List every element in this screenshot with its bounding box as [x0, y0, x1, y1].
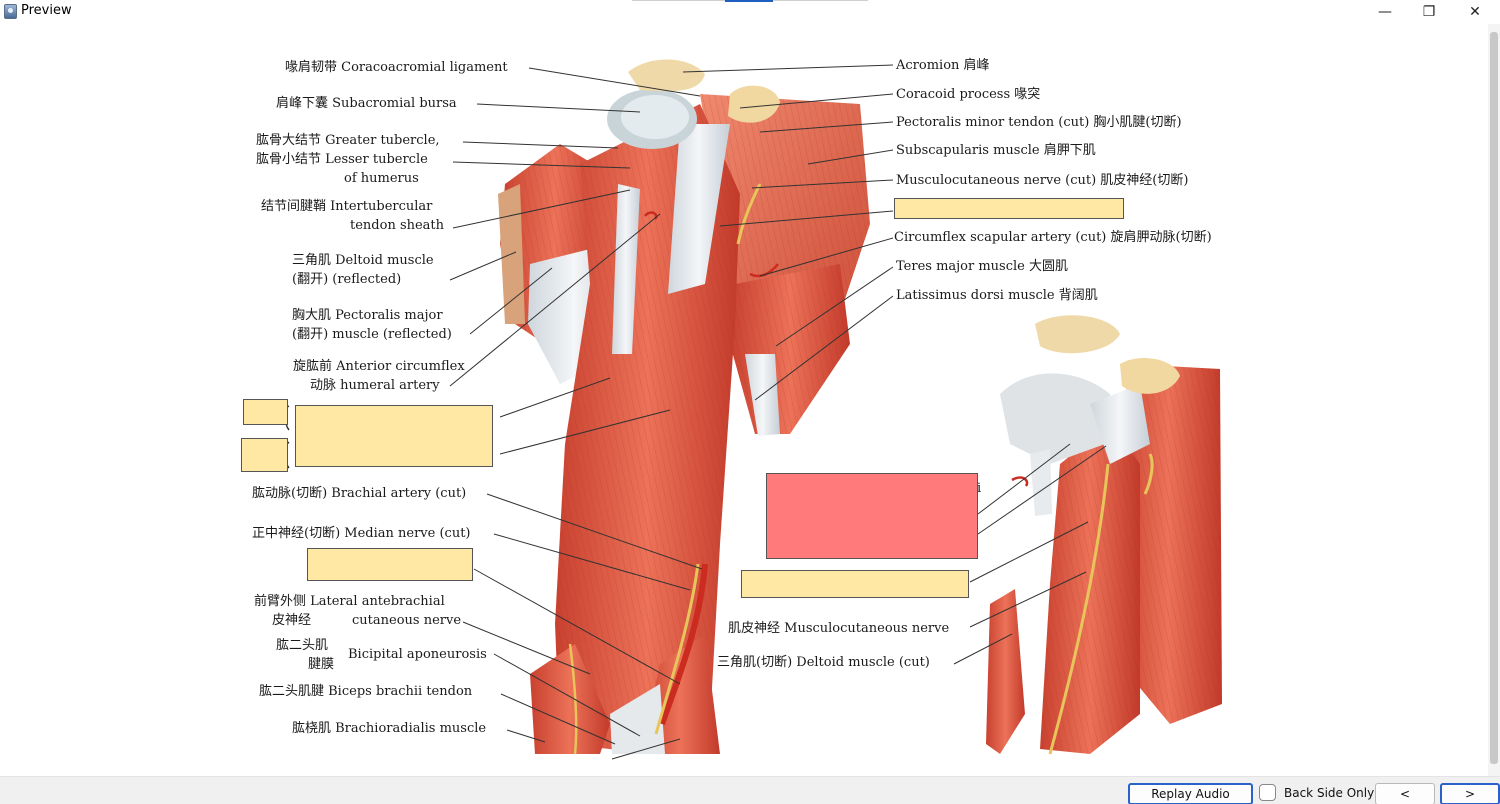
leader-lines	[449, 64, 1107, 760]
label-greater-tubercle: 肱骨大结节 Greater tubercle,	[256, 133, 440, 148]
label-latissimus-dorsi: Latissimus dorsi muscle 背阔肌	[896, 288, 1098, 303]
restore-icon: ❐	[1422, 4, 1436, 20]
label-brachial-artery: 肱动脉(切断) Brachial artery (cut)	[252, 486, 467, 501]
label-median-nerve: 正中神经(切断) Median nerve (cut)	[252, 526, 471, 541]
label-intertubercular: 结节间腱鞘 Intertubercular	[261, 199, 433, 214]
label-deltoid-cut: 三角肌(切断) Deltoid muscle (cut)	[717, 655, 930, 670]
label-deltoid-reflected: (翻开) (reflected)	[292, 272, 402, 287]
vertical-scrollbar[interactable]	[1488, 24, 1500, 776]
preview-app-icon	[4, 4, 17, 19]
back-side-only-checkbox[interactable]	[1259, 784, 1276, 801]
anatomy-illustration	[284, 59, 1222, 760]
label-bicipital-aponeurosis: Bicipital aponeurosis	[348, 647, 487, 662]
label-teres-major: Teres major muscle 大圆肌	[896, 259, 1068, 274]
label-biceps-tendon: 肱二头肌腱 Biceps brachii tendon	[259, 684, 473, 699]
tab-strip-indicator	[725, 0, 773, 2]
label-deltoid: 三角肌 Deltoid muscle	[292, 253, 434, 268]
label-aponeurosis-cn: 腱膜	[308, 657, 335, 672]
occlusion-mask-brace-bottom[interactable]	[241, 438, 288, 472]
back-side-only-label[interactable]: Back Side Only	[1284, 786, 1375, 800]
next-button[interactable]: >	[1440, 783, 1500, 804]
scrollbar-thumb[interactable]	[1490, 32, 1498, 764]
title-bar: Preview — ❐ ✕	[0, 0, 1500, 24]
label-tendon-sheath: tendon sheath	[350, 218, 445, 233]
label-musculocutaneous-cut: Musculocutaneous nerve (cut) 肌皮神经(切断)	[896, 173, 1189, 188]
label-brachioradialis: 肱桡肌 Brachioradialis muscle	[292, 721, 487, 736]
bottom-toolbar: Replay Audio Back Side Only < >	[0, 776, 1500, 804]
minimize-icon: —	[1378, 4, 1392, 20]
label-subscapularis: Subscapularis muscle 肩胛下肌	[896, 143, 1096, 158]
close-button[interactable]: ✕	[1452, 0, 1498, 24]
occlusion-mask-forearm-label[interactable]	[307, 548, 473, 581]
label-humeral-artery: 动脉 humeral artery	[310, 378, 440, 393]
occlusion-mask-musculocutaneous[interactable]	[894, 198, 1124, 219]
label-musculocutaneous-nerve: 肌皮神经 Musculocutaneous nerve	[728, 621, 950, 636]
label-skin-nerve-cn: 皮神经	[272, 613, 312, 628]
label-biceps-cn: 肱二头肌	[276, 638, 329, 653]
label-anterior-circumflex: 旋肱前 Anterior circumflex	[293, 359, 465, 374]
occlusion-mask-inset-label[interactable]	[741, 570, 969, 598]
label-pectoralis-reflected: (翻开) muscle (reflected)	[292, 327, 452, 342]
label-cutaneous-nerve: cutaneous nerve	[352, 613, 462, 628]
label-coracoid-process: Coracoid process 喙突	[896, 87, 1041, 102]
maximize-button[interactable]: ❐	[1406, 0, 1452, 24]
occlusion-mask-biceps-heads[interactable]	[295, 405, 493, 467]
main-arm-figure	[498, 59, 870, 755]
label-coracoacromial-ligament: 喙肩韧带 Coracoacromial ligament	[285, 60, 508, 75]
label-pectoralis-major: 胸大肌 Pectoralis major	[292, 308, 443, 323]
inset-arm-figure	[986, 315, 1222, 755]
label-lateral-antebrachial: 前臂外侧 Lateral antebrachial	[254, 594, 445, 609]
label-circumflex-scapular: Circumflex scapular artery (cut) 旋肩胛动脉(切…	[894, 230, 1212, 245]
label-subacromial-bursa: 肩峰下囊 Subacromial bursa	[276, 96, 457, 111]
previous-button[interactable]: <	[1375, 783, 1435, 804]
close-icon: ✕	[1469, 4, 1481, 20]
occlusion-mask-active[interactable]	[766, 473, 978, 559]
window-title: Preview	[21, 3, 72, 18]
minimize-button[interactable]: —	[1362, 0, 1408, 24]
label-pectoralis-minor: Pectoralis minor tendon (cut) 胸小肌腱(切断)	[896, 115, 1182, 130]
label-of-humerus: of humerus	[344, 171, 419, 186]
replay-audio-button[interactable]: Replay Audio	[1128, 783, 1253, 804]
occlusion-mask-brace-top[interactable]	[243, 399, 288, 425]
label-lesser-tubercle: 肱骨小结节 Lesser tubercle	[256, 152, 428, 167]
label-acromion: Acromion 肩峰	[896, 58, 990, 73]
label-partial-char: i	[977, 481, 982, 496]
card-canvas: 喙肩韧带 Coracoacromial ligament 肩峰下囊 Subacr…	[0, 24, 1488, 776]
